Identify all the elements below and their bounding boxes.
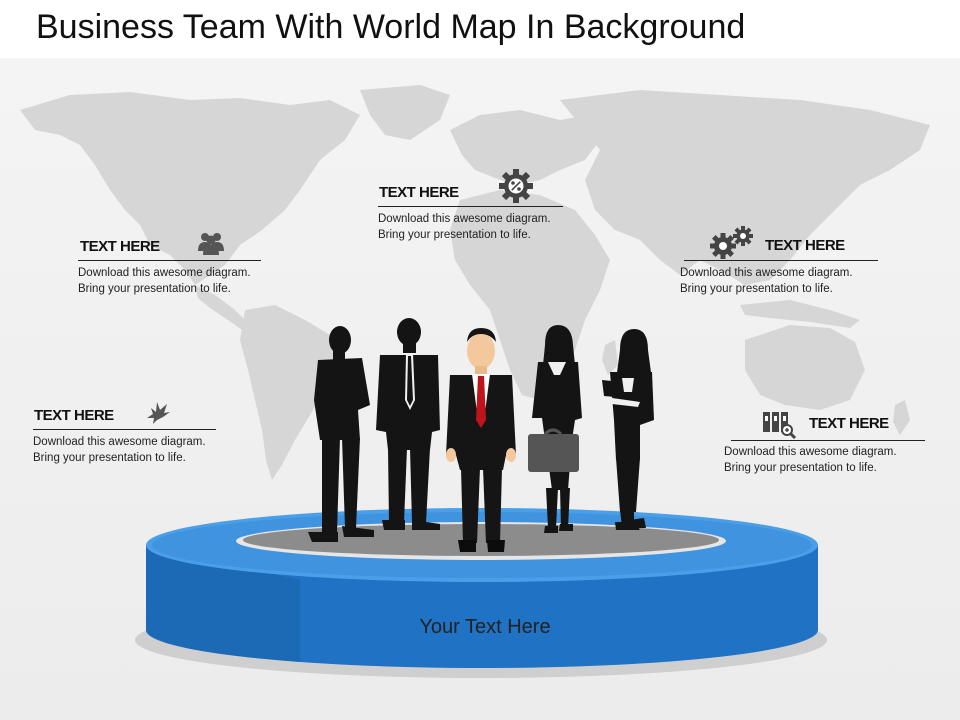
callout-heading: TEXT HERE bbox=[80, 238, 160, 255]
callout-text-line-2: Bring your presentation to life. bbox=[680, 283, 833, 295]
callout-heading: TEXT HERE bbox=[379, 184, 459, 201]
stage-label: Your Text Here bbox=[419, 616, 551, 638]
businesswoman-silhouette-1 bbox=[532, 325, 582, 533]
callout-text-line-1: Download this awesome diagram. bbox=[378, 213, 551, 225]
callout-divider bbox=[33, 429, 216, 430]
callout-text-line-1: Download this awesome diagram. bbox=[724, 446, 897, 458]
businessman-silhouette-1 bbox=[308, 326, 374, 542]
callout-text-line-1: Download this awesome diagram. bbox=[33, 436, 206, 448]
world-map bbox=[20, 85, 930, 480]
callout-heading: TEXT HERE bbox=[809, 415, 889, 432]
dove-bird-icon bbox=[147, 402, 170, 424]
businessman-front bbox=[446, 328, 516, 552]
businesswoman-silhouette-2 bbox=[602, 329, 654, 530]
callout-divider bbox=[731, 440, 925, 441]
callout-divider bbox=[78, 260, 261, 261]
businessman-silhouette-2 bbox=[376, 318, 440, 530]
slide-title: Business Team With World Map In Backgrou… bbox=[36, 8, 746, 46]
binders-search-icon bbox=[763, 412, 797, 440]
callout-text-line-2: Bring your presentation to life. bbox=[724, 462, 877, 474]
callout-divider bbox=[378, 206, 563, 207]
gear-percent-icon bbox=[499, 169, 533, 203]
callout-text-line-2: Bring your presentation to life. bbox=[78, 283, 231, 295]
callout-divider bbox=[684, 260, 878, 261]
callout-text-line-2: Bring your presentation to life. bbox=[33, 452, 186, 464]
callout-text-line-2: Bring your presentation to life. bbox=[378, 229, 531, 241]
callout-heading: TEXT HERE bbox=[34, 407, 114, 424]
gears-icon bbox=[710, 226, 753, 259]
callout-heading: TEXT HERE bbox=[765, 237, 845, 254]
tie-dark bbox=[407, 356, 413, 406]
briefcase bbox=[528, 434, 579, 472]
callout-text-line-1: Download this awesome diagram. bbox=[78, 267, 251, 279]
group-people-icon bbox=[198, 233, 224, 255]
red-tie bbox=[476, 376, 486, 428]
callout-text-line-1: Download this awesome diagram. bbox=[680, 267, 853, 279]
